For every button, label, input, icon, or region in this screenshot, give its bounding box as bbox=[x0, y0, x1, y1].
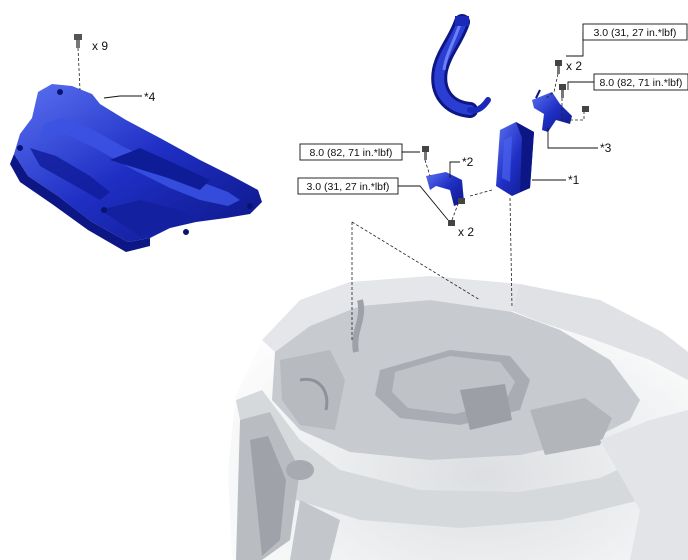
part-label-1: *1 bbox=[568, 173, 580, 187]
fasteners bbox=[74, 34, 589, 226]
radiator-support-cover bbox=[10, 84, 262, 252]
torque-spec-box: 3.0 (31, 27 in.*lbf) bbox=[582, 23, 688, 41]
bolt-icon bbox=[422, 146, 429, 160]
bracket-upper bbox=[532, 89, 572, 132]
part-label-3: *3 bbox=[600, 141, 612, 155]
torque-spec-text: 3.0 (31, 27 in.*lbf) bbox=[307, 181, 390, 193]
bracket-lower bbox=[426, 172, 464, 206]
torque-spec-box: 8.0 (82, 71 in.*lbf) bbox=[593, 73, 688, 91]
part-label-4: *4 bbox=[144, 90, 156, 104]
part-label-2: *2 bbox=[462, 155, 474, 169]
bolt-icon bbox=[559, 84, 566, 98]
torque-spec-box: 8.0 (82, 71 in.*lbf) bbox=[299, 143, 403, 161]
clip-icon bbox=[74, 34, 82, 48]
leader-lines bbox=[103, 32, 598, 221]
bolt-icon bbox=[448, 220, 455, 226]
torque-spec-text: 8.0 (82, 71 in.*lbf) bbox=[600, 77, 683, 89]
bolt-icon bbox=[458, 198, 465, 204]
quantity-label: x 9 bbox=[92, 39, 108, 53]
quantity-label: x 2 bbox=[458, 225, 474, 239]
vehicle-engine-compartment bbox=[228, 276, 688, 560]
torque-spec-text: 8.0 (82, 71 in.*lbf) bbox=[310, 147, 393, 159]
torque-spec-box: 3.0 (31, 27 in.*lbf) bbox=[297, 177, 399, 195]
nut-icon bbox=[582, 106, 589, 112]
quantity-label: x 2 bbox=[566, 59, 582, 73]
wire-harness-hose bbox=[431, 14, 491, 118]
torque-spec-text: 3.0 (31, 27 in.*lbf) bbox=[594, 27, 677, 39]
installation-lines bbox=[77, 47, 585, 340]
bolt-icon bbox=[555, 60, 562, 74]
ecu-module bbox=[496, 122, 534, 196]
